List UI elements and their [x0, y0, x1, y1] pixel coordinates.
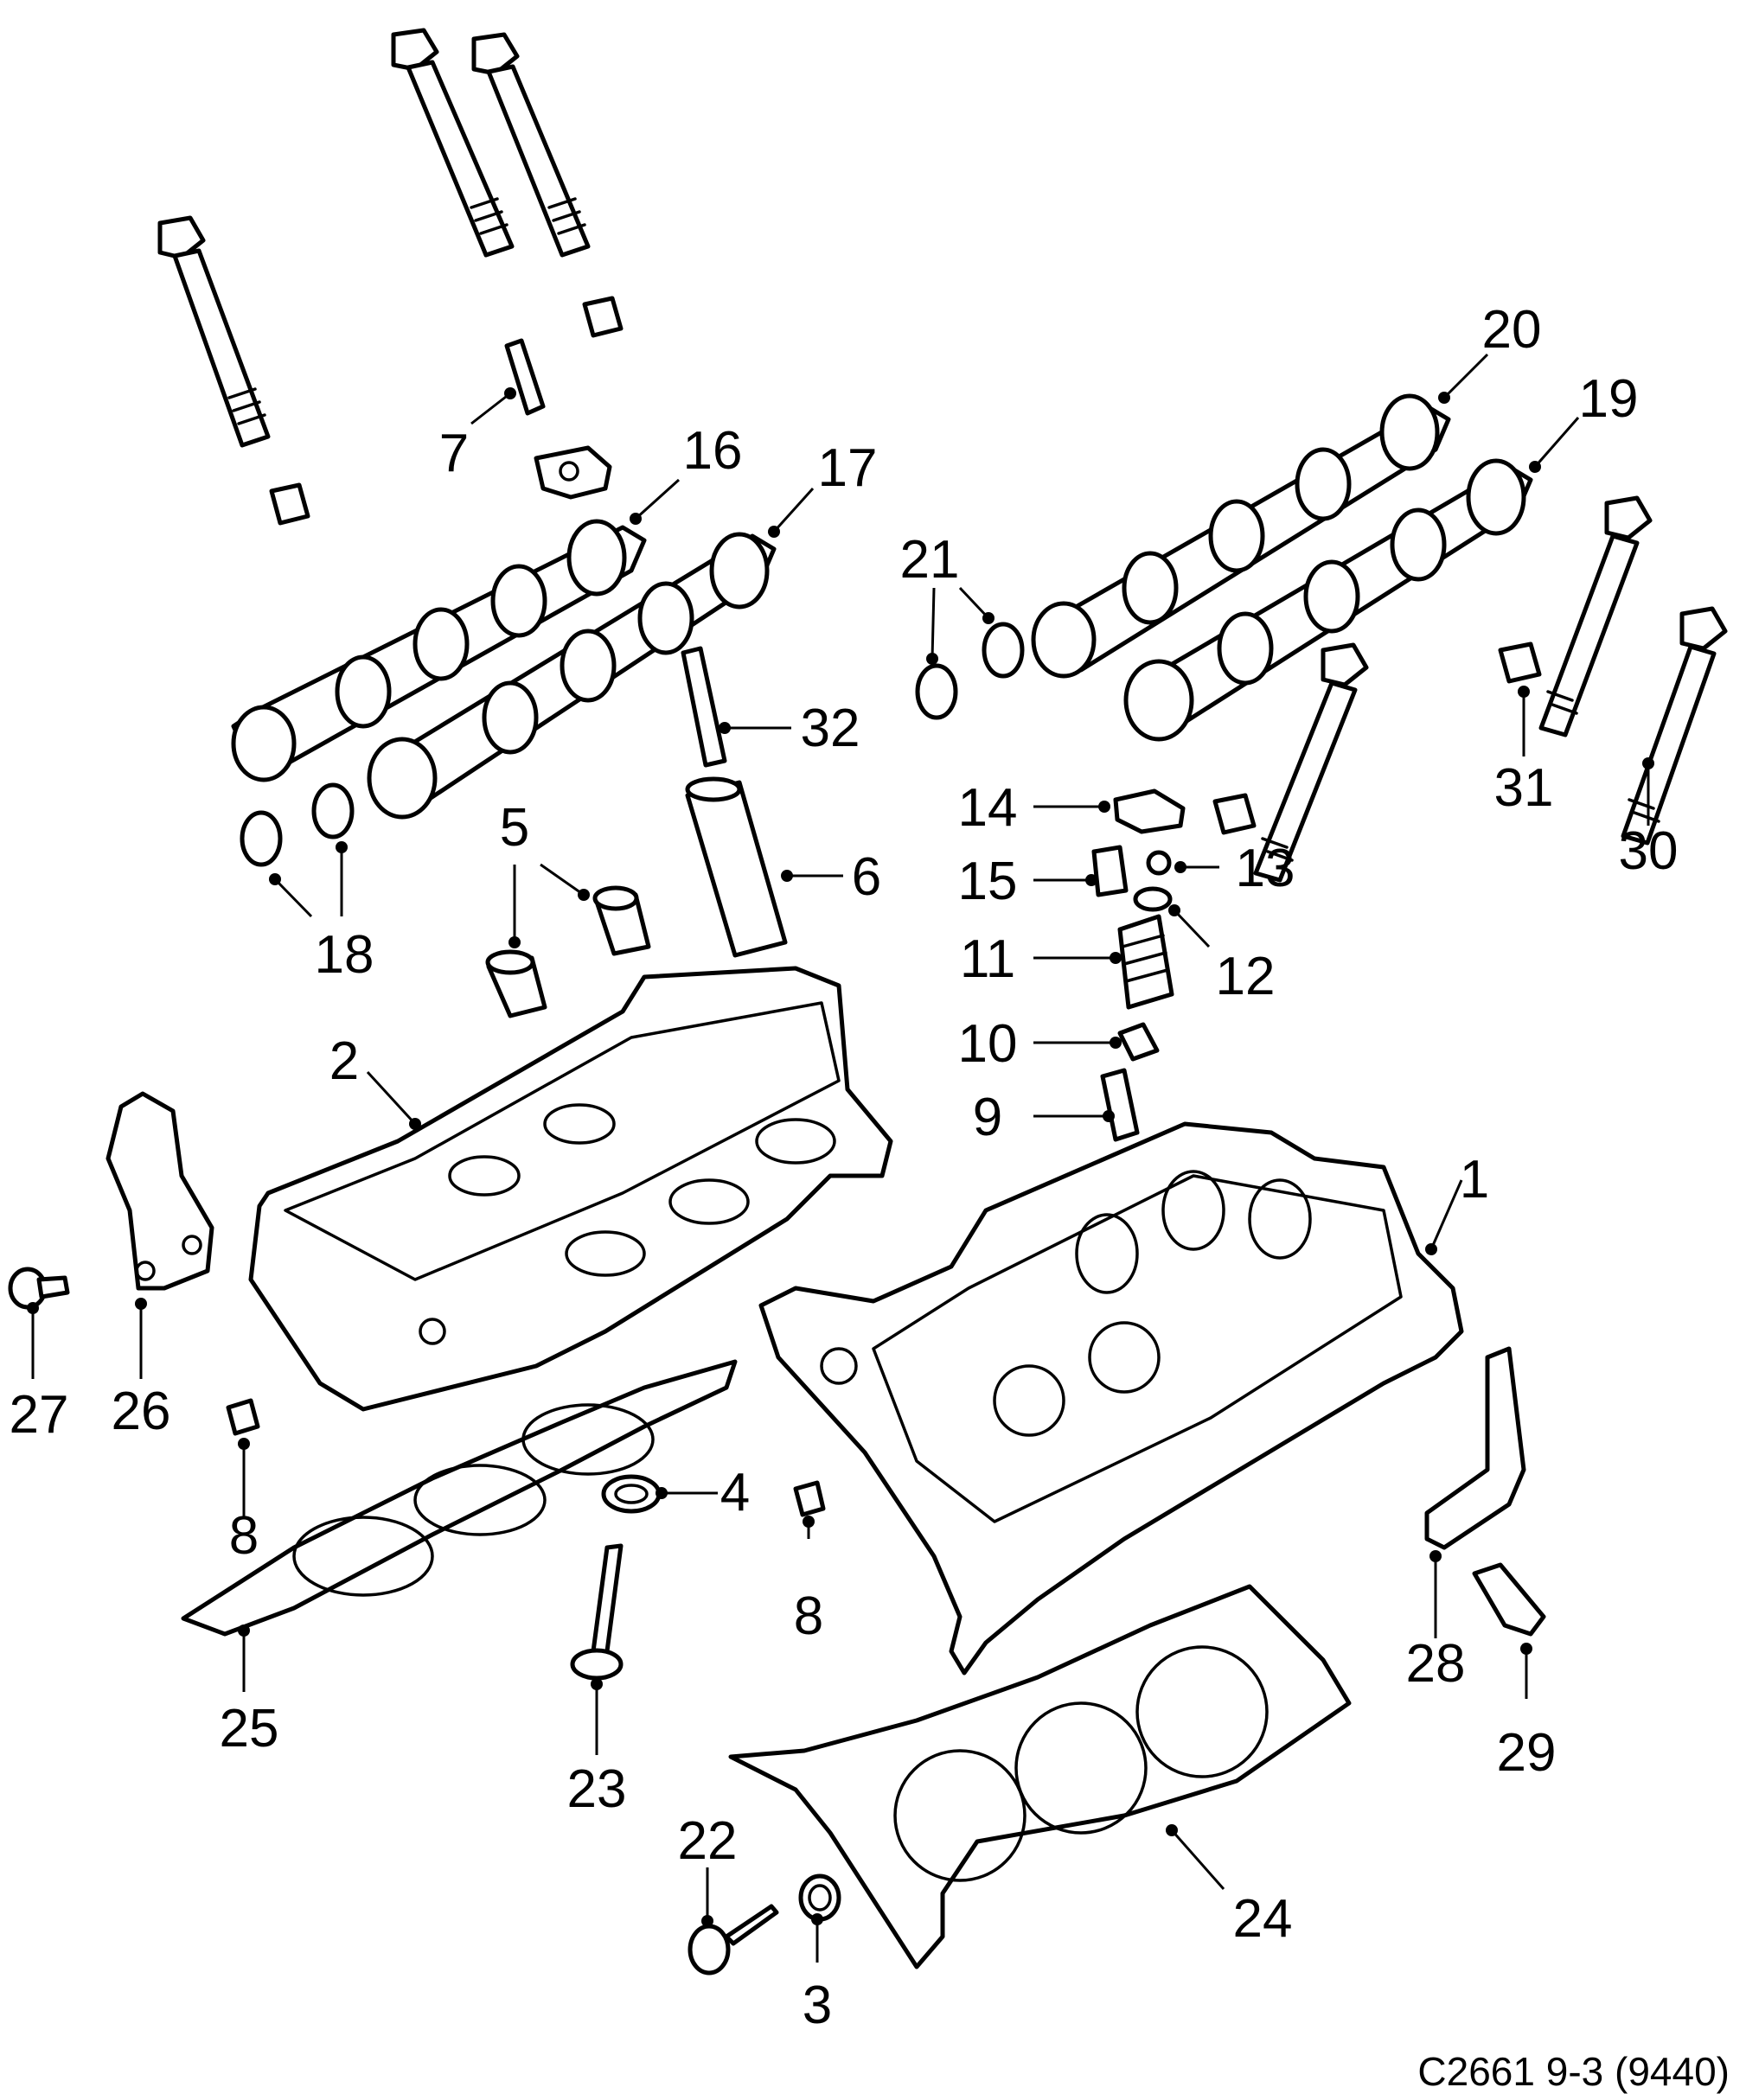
keeper-13 [1146, 850, 1172, 876]
callout-30: 30 [1619, 821, 1679, 881]
callout-7: 7 [439, 424, 469, 483]
o-ring-18-a [240, 810, 283, 867]
callout-23: 23 [567, 1759, 627, 1819]
callout-32: 32 [801, 699, 860, 758]
valve-seal-8-right [793, 1480, 826, 1517]
washer-left-a [582, 296, 624, 338]
callout-13: 13 [1236, 839, 1295, 898]
bracket-26 [106, 1091, 214, 1291]
adjuster-15 [1091, 845, 1129, 897]
callout-28: 28 [1406, 1634, 1466, 1694]
valve-seal-10 [1117, 1022, 1160, 1062]
callout-17: 17 [818, 438, 878, 498]
head-gasket-25 [181, 1359, 738, 1637]
spring-11 [1117, 914, 1174, 1010]
callout-21: 21 [900, 530, 960, 590]
callout-12: 12 [1216, 947, 1276, 1006]
callout-10: 10 [958, 1014, 1018, 1074]
seal-ring-4 [601, 1474, 662, 1514]
cylinder-head-1 [758, 1121, 1464, 1676]
head-bolt-right-a [1538, 495, 1653, 737]
callout-5: 5 [500, 798, 529, 858]
cylinder-head-2 [248, 966, 893, 1412]
head-bolt-30 [1621, 606, 1728, 846]
rocker-14 [1113, 788, 1186, 834]
callout-16: 16 [683, 421, 743, 481]
callout-11: 11 [960, 929, 1015, 989]
head-bolt-left-tall-2 [471, 32, 591, 258]
callout-31: 31 [1494, 758, 1554, 818]
callout-labels: 1 2 3 4 5 6 7 8 8 9 10 11 12 13 14 15 16… [10, 300, 1679, 2035]
bolt-29 [1472, 1562, 1546, 1637]
seal-3 [798, 1873, 841, 1922]
spark-plug-32 [681, 646, 727, 768]
callout-14: 14 [958, 778, 1018, 838]
callout-3: 3 [803, 1976, 832, 2035]
lifter-5-b [592, 885, 651, 956]
callout-9: 9 [973, 1088, 1002, 1147]
valve-guide-9 [1100, 1068, 1140, 1142]
callout-24: 24 [1233, 1889, 1293, 1949]
callout-29: 29 [1497, 1723, 1557, 1783]
o-ring-18-b [311, 782, 355, 839]
washer-right [1212, 793, 1257, 835]
callout-18: 18 [315, 925, 374, 985]
callout-1: 1 [1460, 1150, 1489, 1210]
washer-31 [1498, 641, 1542, 684]
bolt-27 [8, 1267, 70, 1310]
callout-27: 27 [10, 1385, 69, 1445]
callout-2: 2 [329, 1031, 359, 1091]
callout-8-left: 8 [229, 1506, 259, 1566]
head-bolt-left-tall [391, 28, 515, 258]
head-gasket-24 [728, 1584, 1352, 1969]
leader-lines [27, 353, 1654, 1963]
valve-22 [688, 1904, 779, 1976]
camshaft-19 [1123, 458, 1533, 742]
spark-plug-tube-6 [685, 776, 788, 958]
callout-6: 6 [852, 847, 881, 907]
callout-19: 19 [1579, 369, 1639, 429]
callout-26: 26 [112, 1382, 171, 1441]
callout-20: 20 [1482, 300, 1542, 360]
callout-8-right: 8 [794, 1586, 823, 1646]
callout-4: 4 [720, 1463, 750, 1522]
camshaft-20 [1031, 393, 1451, 679]
camshaft-16 [231, 519, 647, 782]
bracket-28 [1424, 1346, 1526, 1550]
head-bolt-right-b [1253, 642, 1369, 883]
stud-7 [504, 338, 546, 416]
retainer-12 [1133, 886, 1173, 912]
callout-25: 25 [220, 1699, 279, 1759]
o-ring-21-a [915, 663, 958, 720]
callout-22: 22 [678, 1811, 738, 1871]
rocker-bracket [534, 445, 612, 500]
figure-caption: C2661 9-3 (9440) [1417, 2049, 1730, 2094]
callout-15: 15 [958, 852, 1018, 911]
washer-left-b [269, 482, 310, 526]
head-bolt-left-short [157, 215, 271, 448]
camshaft-17 [367, 532, 777, 820]
lifter-5-a [485, 949, 547, 1018]
valve-seal-8-left [226, 1398, 260, 1436]
o-ring-21-b [982, 622, 1025, 679]
valve-23 [570, 1543, 624, 1681]
